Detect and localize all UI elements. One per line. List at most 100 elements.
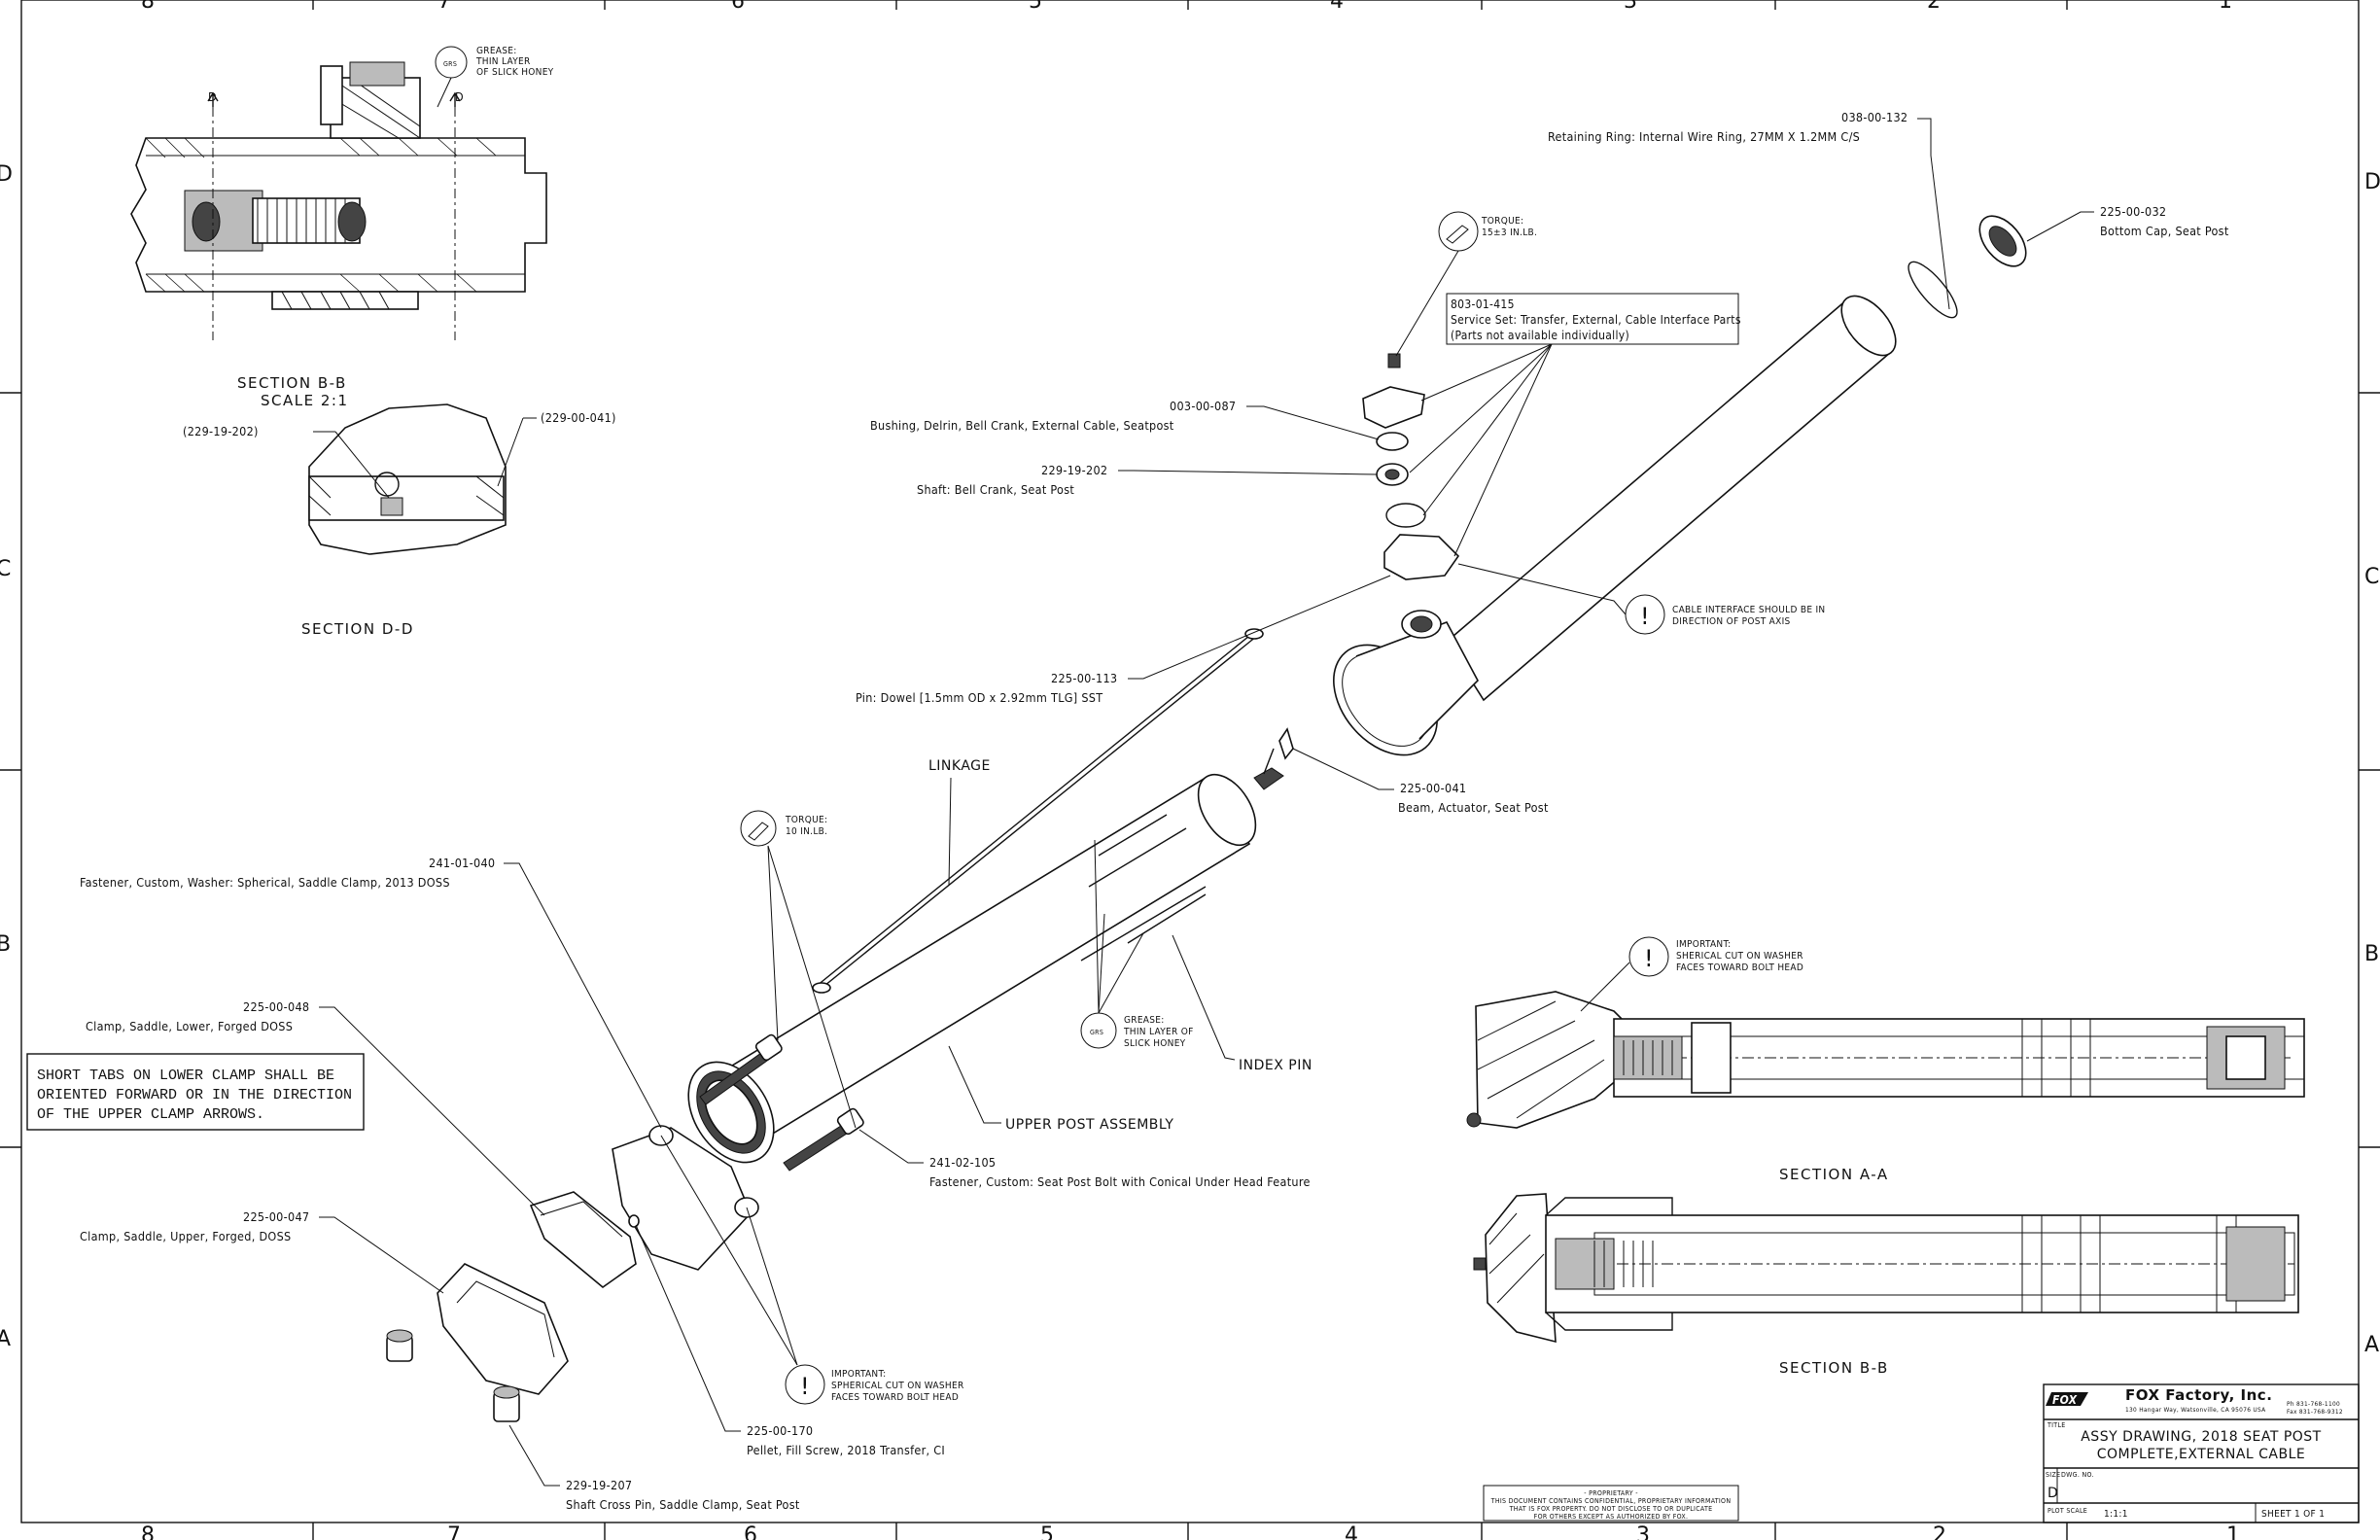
grease-note-line: THIN LAYER	[475, 56, 531, 67]
zone-label: 6	[731, 0, 745, 14]
cut-label-d: D	[208, 89, 217, 104]
svg-text:!: !	[800, 1373, 810, 1400]
shaft-part-number: 229-19-202	[1041, 463, 1107, 477]
important-note-line: FACES TOWARD BOLT HEAD	[831, 1392, 959, 1403]
warning-icon	[1628, 936, 1669, 977]
drawing-title-line-2: COMPLETE,EXTERNAL CABLE	[2097, 1447, 2306, 1462]
bushing-description: Bushing, Delrin, Bell Crank, External Ca…	[870, 418, 1174, 433]
section-bb: SECTION B-B	[1473, 1193, 2299, 1377]
zone-label: D	[0, 162, 13, 187]
callouts: 038-00-132 Retaining Ring: Internal Wire…	[26, 110, 2229, 1512]
zone-label: 8	[141, 0, 155, 14]
service-set-box	[1446, 293, 1739, 345]
zone-label: 3	[1636, 1523, 1650, 1540]
zone-label: 1	[2226, 1523, 2240, 1540]
grease-note-line: THIN LAYER OF	[1123, 1027, 1194, 1037]
torque-wrench-icon	[1438, 211, 1479, 252]
section-aa: SECTION A-A	[1466, 991, 2305, 1183]
section-dd-title: SECTION D-D	[301, 620, 414, 638]
plot-scale-value: 1:1:1	[2104, 1509, 2128, 1520]
short-tabs-note-line: SHORT TABS ON LOWER CLAMP SHALL BE	[37, 1068, 334, 1084]
svg-text:GRS: GRS	[443, 60, 457, 68]
company-fax: Fax 831-768-9312	[2287, 1408, 2343, 1416]
fastener-washer-description: Fastener, Custom, Washer: Spherical, Sad…	[80, 875, 450, 890]
title-block: FOX FOX Factory, Inc. 130 Hangar Way, Wa…	[2043, 1383, 2360, 1523]
zone-labels-right: D C B A	[2364, 170, 2380, 1357]
cable-note-line: DIRECTION OF POST AXIS	[1672, 616, 1791, 627]
torque-note-line: 15±3 IN.LB.	[1482, 228, 1537, 238]
svg-text:GRS: GRS	[1090, 1029, 1103, 1036]
proprietary-line: - PROPRIETARY -	[1584, 1489, 1638, 1497]
zone-labels-top: 8 7 6 5 4 3 2 1	[141, 0, 2232, 14]
important-note-line: IMPORTANT:	[1676, 939, 1731, 950]
service-set-note: (Parts not available individually)	[1451, 329, 1629, 342]
beam-part-number: 225-00-041	[1400, 781, 1466, 795]
proprietary-line: FOR OTHERS EXCEPT AS AUTHORIZED BY FOX.	[1534, 1513, 1689, 1521]
zone-label: 2	[1933, 1523, 1946, 1540]
pellet-description: Pellet, Fill Screw, 2018 Transfer, CI	[747, 1443, 945, 1457]
section-dd: (229-19-202) (229-00-041) SECTION D-D	[183, 403, 616, 638]
clamp-lower-part-number: 225-00-048	[243, 999, 309, 1014]
beam-description: Beam, Actuator, Seat Post	[1398, 800, 1549, 815]
service-set-description: Service Set: Transfer, External, Cable I…	[1451, 313, 1741, 327]
short-tabs-note-line: OF THE UPPER CLAMP ARROWS.	[37, 1106, 264, 1123]
clamp-lower-description: Clamp, Saddle, Lower, Forged DOSS	[86, 1019, 293, 1033]
dwg-number-label: DWG. NO.	[2061, 1471, 2094, 1479]
zone-label: 1	[2219, 0, 2232, 14]
short-tabs-note-line: ORIENTED FORWARD OR IN THE DIRECTION	[37, 1087, 352, 1103]
pin-part-number: 225-00-113	[1051, 671, 1117, 685]
upper-post-label: UPPER POST ASSEMBLY	[1005, 1117, 1173, 1133]
zone-label: 4	[1330, 0, 1344, 14]
section-bb-detail-title: SECTION B-B	[237, 374, 347, 392]
bolt-part-number: 241-02-105	[929, 1155, 996, 1170]
cut-label-d: D	[455, 89, 464, 104]
zone-label: 7	[447, 1523, 461, 1540]
size-label: SIZE	[2046, 1471, 2060, 1479]
zone-label: 2	[1927, 0, 1941, 14]
zone-label: C	[2364, 565, 2379, 589]
company-name: FOX Factory, Inc.	[2125, 1386, 2272, 1404]
drawing-title-line-1: ASSY DRAWING, 2018 SEAT POST	[2081, 1429, 2322, 1445]
svg-text:!: !	[1640, 603, 1650, 630]
grease-note-line: SLICK HONEY	[1124, 1038, 1186, 1049]
warning-icon	[785, 1364, 825, 1405]
fastener-washer-part-number: 241-01-040	[429, 856, 495, 870]
cable-note-line: CABLE INTERFACE SHOULD BE IN	[1672, 605, 1825, 615]
company-address: 130 Hangar Way, Watsonville, CA 95076 US…	[2125, 1406, 2265, 1414]
company-phone: Ph 831-768-1100	[2287, 1400, 2340, 1408]
sheet-number: SHEET 1 OF 1	[2261, 1509, 2325, 1520]
dd-ref-right: (229-00-041)	[541, 410, 616, 425]
torque-note-line: TORQUE:	[1481, 216, 1523, 227]
important-note-line: SPHERICAL CUT ON WASHER	[831, 1381, 964, 1391]
proprietary-line: THAT IS FOX PROPERTY. DO NOT DISCLOSE TO…	[1509, 1505, 1713, 1513]
grease-note-line: OF SLICK HONEY	[476, 67, 554, 78]
section-bb-detail-scale: SCALE 2:1	[261, 392, 349, 409]
exploded-assembly	[386, 215, 2027, 1422]
zone-label: 7	[438, 0, 451, 14]
zone-label: 4	[1345, 1523, 1358, 1540]
pin-description: Pin: Dowel [1.5mm OD x 2.92mm TLG] SST	[856, 690, 1102, 705]
grease-note-line: GREASE:	[476, 46, 517, 56]
torque-note-line: TORQUE:	[785, 815, 827, 825]
service-set-part-number: 803-01-415	[1451, 298, 1515, 311]
zone-label: 5	[1040, 1523, 1054, 1540]
section-bb-detail: D D GRS GREASE: THIN LAYER OF SLICK HONE…	[130, 46, 554, 409]
pellet-part-number: 225-00-170	[747, 1423, 813, 1438]
important-note-line: SHERICAL CUT ON WASHER	[1676, 951, 1803, 962]
grease-note-line: GREASE:	[1124, 1015, 1165, 1026]
torque-note-line: 10 IN.LB.	[786, 826, 827, 837]
fox-logo-text: FOX	[2052, 1393, 2078, 1407]
section-aa-title: SECTION A-A	[1779, 1166, 1889, 1183]
fox-logo	[2046, 1392, 2088, 1406]
cross-pin-part-number: 229-19-207	[566, 1478, 632, 1492]
short-tabs-note-box	[26, 1053, 365, 1131]
index-pin-label: INDEX PIN	[1239, 1058, 1312, 1073]
zone-label: D	[2364, 170, 2380, 194]
title-label: TITLE	[2047, 1421, 2066, 1429]
svg-text:!: !	[1644, 945, 1654, 972]
zone-label: C	[0, 557, 11, 581]
zone-label: 6	[744, 1523, 757, 1540]
bushing-part-number: 003-00-087	[1170, 399, 1236, 413]
